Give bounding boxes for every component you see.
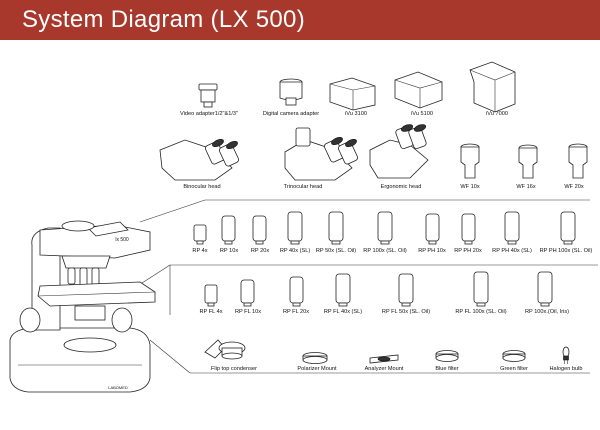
label-rp-20x: RP 20x bbox=[250, 248, 270, 254]
label-rp-40x-sl: RP 40x (SL) bbox=[279, 248, 311, 254]
label-rp-ph-20x: RP PH 20x bbox=[454, 248, 482, 254]
wf-10x-eyepiece-image bbox=[460, 143, 480, 179]
ivu-7000-image bbox=[469, 61, 516, 113]
ivu-5100-image bbox=[394, 71, 443, 109]
wf-16x-eyepiece-image bbox=[518, 144, 538, 179]
label-rp-4x: RP 4x bbox=[192, 248, 208, 254]
microscope-lx500-image bbox=[9, 220, 156, 393]
label-analyzer-mount: Analyzer Mount bbox=[364, 366, 404, 372]
label-wf-20x: WF 20x bbox=[564, 184, 584, 190]
label-digital-camera-adapter: Digital camera adapter bbox=[262, 111, 320, 117]
label-blue-filter: Blue filter bbox=[435, 366, 459, 372]
label-rp-fl-50x-sl-oil: RP FL 50x (SL. Oil) bbox=[381, 309, 431, 315]
label-trinocular-head: Trinocular head bbox=[283, 184, 323, 190]
connector-lines bbox=[127, 199, 598, 374]
label-ergonomic-head: Ergonomic head bbox=[380, 184, 422, 190]
flip-top-condenser-image bbox=[204, 339, 246, 360]
label-rp-fl-40x-sl: RP FL 40x (SL) bbox=[323, 309, 363, 315]
label-rp-100x-oil-iris: RP 100x.(Oil, Iris) bbox=[524, 309, 570, 315]
label-rp-10x: RP 10x bbox=[219, 248, 239, 254]
binocular-head-image bbox=[159, 138, 239, 181]
label-halogen-bulb: Halogen bulb bbox=[549, 366, 583, 372]
label-ivu-3100: iVu 3100 bbox=[345, 111, 367, 117]
label-video-adapter: Video adapter1/2"&1/3" bbox=[180, 111, 238, 117]
ergonomic-head-image bbox=[369, 124, 429, 179]
digital-camera-adapter-image bbox=[279, 78, 303, 106]
label-rp-fl-10x: RP FL 10x bbox=[234, 309, 262, 315]
halogen-bulb-image bbox=[562, 346, 570, 364]
label-rp-ph-100x-sl-oil: RP PH 100x (SL. Oil) bbox=[539, 248, 593, 254]
label-rp-fl-100x-sl-oil: RP FL 100x (SL. Oil) bbox=[455, 309, 507, 315]
microscope-model-label: lx 500 bbox=[115, 237, 129, 243]
label-wf-16x: WF 16x bbox=[516, 184, 536, 190]
title-banner: System Diagram (LX 500) bbox=[0, 0, 600, 40]
microscope-brand-label: LABOMED bbox=[108, 385, 128, 390]
label-rp-100x-sl-oil: RP 100x (SL. Oil) bbox=[363, 248, 407, 254]
label-polarizer-mount: Polarizer Mount bbox=[297, 366, 337, 372]
video-adapter-image bbox=[198, 83, 218, 108]
label-flip-top-condenser: Flip top condenser bbox=[210, 366, 258, 372]
label-rp-fl-4x: RP FL 4x bbox=[199, 309, 223, 315]
label-rp-ph-40x-sl: RP PH 40x (SL) bbox=[492, 248, 532, 254]
label-rp-ph-10x: RP PH 10x bbox=[418, 248, 446, 254]
blue-filter-image bbox=[435, 350, 459, 362]
wf-20x-eyepiece-image bbox=[568, 143, 588, 179]
green-filter-image bbox=[502, 350, 526, 362]
rp-objectives-images bbox=[193, 211, 576, 245]
label-rp-50x-sl-oil: RP 50x (SL. Oil) bbox=[315, 248, 357, 254]
analyzer-mount-image bbox=[369, 354, 399, 364]
label-wf-10x: WF 10x bbox=[460, 184, 480, 190]
label-rp-fl-20x: RP FL 20x bbox=[282, 309, 310, 315]
trinocular-head-image bbox=[284, 127, 358, 181]
label-binocular-head: Binocular head bbox=[183, 184, 221, 190]
rp-fl-objectives-images bbox=[204, 271, 553, 307]
label-ivu-7000: iVu 7000 bbox=[486, 111, 508, 117]
page-title: System Diagram (LX 500) bbox=[22, 6, 305, 33]
label-green-filter: Green filter bbox=[500, 366, 528, 372]
label-ivu-5100: iVu 5100 bbox=[411, 111, 433, 117]
ivu-3100-image bbox=[329, 77, 376, 111]
polarizer-mount-image bbox=[302, 352, 328, 364]
